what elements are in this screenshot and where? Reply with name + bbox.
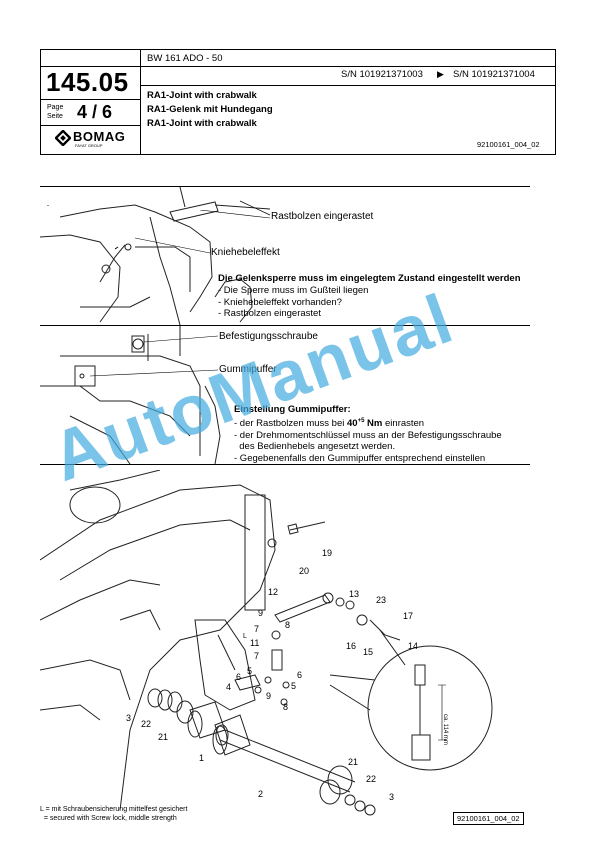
header-doc-ref: 92100161_004_02	[477, 140, 540, 149]
panel2-bottom-rule	[40, 464, 530, 465]
part-label-14: 14	[408, 641, 419, 651]
callout-buffer: Gummipuffer	[219, 364, 277, 375]
part-label-12: 12	[268, 587, 279, 597]
part-label-6b: 6	[236, 672, 242, 682]
model-name: BW 161 ADO - 50	[147, 53, 223, 64]
bomag-diamond-icon	[55, 130, 71, 146]
header-rule-page	[41, 99, 140, 100]
footnote-line-1: L = mit Schraubensicherung mittelfest ge…	[40, 806, 188, 813]
part-label-5: 5	[247, 666, 253, 676]
part-label-16: 16	[346, 641, 357, 651]
buffer-line-1: - der Rastbolzen muss bei 40+5 Nm einras…	[234, 418, 425, 430]
serial-to: S/N 101921371004	[453, 69, 535, 80]
part-label-19: 19	[322, 548, 333, 558]
part-label-9b: 9	[266, 691, 272, 701]
part-label-20: 20	[299, 566, 310, 576]
part-label-1: 1	[199, 753, 205, 763]
torque-tolerance: +5	[357, 418, 365, 424]
seite-label: Seite	[47, 113, 63, 120]
buffer-heading: Einstellung Gummipuffer:	[234, 404, 351, 415]
part-label-8b: 8	[283, 702, 289, 712]
serial-arrow-icon: ▶	[437, 69, 444, 79]
callout-bolt: Rastbolzen eingerastet	[271, 211, 374, 222]
page-of: 4 / 6	[77, 102, 113, 122]
lock-heading: Die Gelenksperre muss im eingelegtem Zus…	[218, 273, 521, 284]
part-label-21: 21	[158, 732, 169, 742]
part-label-7: 7	[254, 624, 260, 634]
title-en: RA1-Joint with crabwalk	[147, 90, 257, 101]
part-label-15: 15	[363, 647, 374, 657]
part-label-13: 13	[349, 589, 360, 599]
part-label-9: 9	[258, 608, 264, 618]
dimension-label: ca. 114 mm	[442, 714, 448, 745]
part-label-4: 4	[226, 682, 232, 692]
footer-doc-ref: 92100161_004_02	[453, 812, 524, 825]
header-block: 145.05 Page Seite 4 / 6 BOMAG FAYAT GROU…	[40, 49, 556, 155]
serial-from: S/N 101921371003	[341, 69, 423, 80]
footnote-line-2: = secured with Screw lock, middle streng…	[40, 815, 177, 822]
title-de: RA1-Gelenk mit Hundegang	[147, 104, 273, 115]
logo-text: BOMAG	[73, 129, 126, 144]
part-label-17: 17	[403, 611, 414, 621]
part-label-5b: 5	[291, 681, 297, 691]
buffer-line-3: des Bedienhebels angesetzt werden.	[234, 441, 396, 453]
torque-value: 40	[347, 418, 358, 430]
bomag-logo: BOMAG FAYAT GROUP	[55, 129, 135, 149]
part-label-2: 2	[258, 789, 264, 799]
part-label-21b: 21	[348, 757, 359, 767]
logo-sub: FAYAT GROUP	[75, 143, 103, 148]
part-label-11: 11	[250, 638, 260, 648]
lock-bullet-3: - Rastbolzen eingerastet	[218, 308, 321, 319]
header-divider	[140, 50, 141, 154]
part-label-3b: 3	[389, 792, 395, 802]
header-rule-serial	[140, 85, 555, 86]
part-label-7b: 7	[254, 651, 260, 661]
lock-bullet-1: - Die Sperre muss im Gußteil liegen	[218, 285, 369, 296]
lock-bullets: - Die Sperre muss im Gußteil liegen - Kn…	[218, 285, 368, 320]
footnote: L = mit Schraubensicherung mittelfest ge…	[40, 805, 187, 823]
exploded-parts-drawing	[40, 470, 493, 816]
panel1-bottom-rule	[40, 325, 530, 326]
panel1-top-rule	[40, 186, 530, 187]
buffer-line-4: - Gegebenenfalls den Gummipuffer entspre…	[234, 452, 486, 464]
screwlock-mark: L	[243, 633, 247, 640]
part-label-22: 22	[141, 719, 152, 729]
part-label-8: 8	[285, 620, 291, 630]
articulation-lock-drawing	[40, 187, 271, 325]
part-label-23: 23	[376, 595, 387, 605]
header-rule-logo	[41, 125, 140, 126]
buffer-line-2: - der Drehmomentschlüssel muss an der Be…	[234, 429, 502, 441]
title-en-2: RA1-Joint with crabwalk	[147, 118, 257, 129]
callout-leaders	[134, 210, 271, 254]
part-label-3: 3	[126, 713, 132, 723]
rubber-buffer-drawing	[40, 326, 221, 464]
lock-bullet-2: - Kniehebeleffekt vorhanden?	[218, 296, 342, 308]
part-label-6: 6	[297, 670, 303, 680]
page-label: Page	[47, 104, 64, 111]
part-label-22b: 22	[366, 774, 377, 784]
buffer-instructions: - der Rastbolzen muss bei 40+5 Nm einras…	[234, 416, 534, 464]
callout-knee: Kniehebeleffekt	[211, 247, 280, 258]
page-number: 145.05	[46, 67, 129, 97]
header-rule-top	[41, 66, 555, 67]
callout-screw: Befestigungsschraube	[219, 331, 318, 342]
